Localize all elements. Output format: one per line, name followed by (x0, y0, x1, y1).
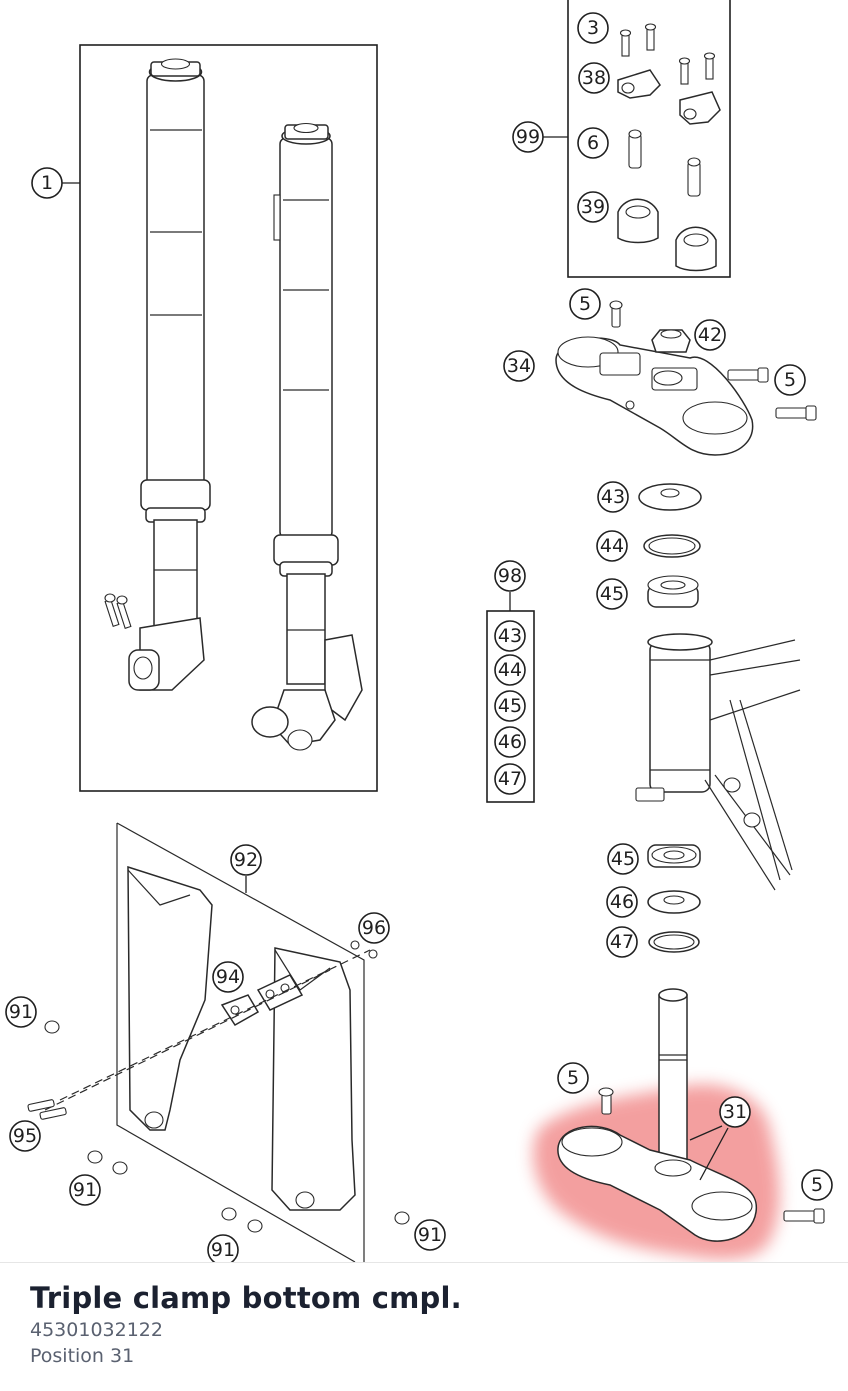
fork-bolts[interactable] (104, 593, 132, 629)
callout-43[interactable]: 43 (597, 481, 629, 513)
upper-bearing-stack[interactable] (638, 483, 702, 608)
svg-text:46: 46 (498, 731, 522, 753)
frame-head-tube (635, 633, 801, 891)
svg-text:47: 47 (498, 768, 522, 790)
svg-text:91: 91 (418, 1224, 442, 1246)
callout-47-lower[interactable]: 47 (606, 926, 638, 958)
fork-group-frame (79, 44, 378, 792)
upper-triple-clamp[interactable] (555, 336, 754, 456)
svg-text:31: 31 (723, 1101, 747, 1123)
callout-5-bottom-left[interactable]: 5 (557, 1062, 589, 1094)
fork-left-tube[interactable] (128, 58, 211, 691)
svg-text:95: 95 (13, 1125, 37, 1147)
svg-text:98: 98 (498, 565, 522, 587)
callout-96[interactable]: 96 (358, 912, 390, 944)
callout-5-right[interactable]: 5 (774, 364, 806, 396)
part-position: Position 31 (30, 1345, 135, 1367)
svg-text:5: 5 (811, 1174, 823, 1196)
part-name: Triple clamp bottom cmpl. (30, 1281, 462, 1315)
callout-98-item-46[interactable]: 46 (494, 726, 526, 758)
callout-38[interactable]: 38 (578, 62, 610, 94)
callout-98[interactable]: 98 (494, 560, 526, 592)
callout-91-a[interactable]: 91 (5, 996, 37, 1028)
callout-34[interactable]: 34 (503, 350, 535, 382)
exploded-parts-diagram: 1 3 38 99 6 39 5 42 34 5 43 44 (5, 0, 833, 1262)
svg-text:44: 44 (498, 659, 522, 681)
svg-text:91: 91 (73, 1179, 97, 1201)
svg-text:34: 34 (507, 355, 531, 377)
svg-text:45: 45 (611, 848, 635, 870)
svg-text:96: 96 (362, 917, 386, 939)
callout-98-item-44[interactable]: 44 (494, 654, 526, 686)
callout-98-item-47[interactable]: 47 (494, 763, 526, 795)
svg-text:99: 99 (516, 126, 540, 148)
svg-text:38: 38 (582, 67, 606, 89)
callout-3[interactable]: 3 (577, 12, 609, 44)
callout-45[interactable]: 45 (596, 578, 628, 610)
callout-92[interactable]: 92 (230, 844, 262, 876)
svg-text:43: 43 (498, 625, 522, 647)
lower-bearing-stack[interactable] (647, 844, 701, 953)
svg-text:45: 45 (498, 695, 522, 717)
clamp-bolts-5[interactable] (609, 300, 817, 421)
callout-6[interactable]: 6 (577, 127, 609, 159)
callout-94[interactable]: 94 (212, 961, 244, 993)
svg-text:94: 94 (216, 966, 240, 988)
svg-text:5: 5 (579, 293, 591, 315)
lower-triple-clamp[interactable] (557, 988, 758, 1242)
callout-1[interactable]: 1 (31, 167, 63, 199)
callout-91-d[interactable]: 91 (414, 1219, 446, 1251)
callout-5-bottom-right[interactable]: 5 (801, 1169, 833, 1201)
callout-98-item-45[interactable]: 45 (494, 690, 526, 722)
callout-44[interactable]: 44 (596, 530, 628, 562)
svg-text:42: 42 (698, 324, 722, 346)
svg-text:92: 92 (234, 849, 258, 871)
svg-text:91: 91 (211, 1239, 235, 1261)
svg-text:3: 3 (587, 17, 599, 39)
callout-31[interactable]: 31 (719, 1096, 751, 1128)
svg-text:1: 1 (41, 172, 53, 194)
callout-95[interactable]: 95 (9, 1120, 41, 1152)
svg-text:46: 46 (610, 891, 634, 913)
protector-bolts[interactable] (27, 940, 410, 1233)
callout-42[interactable]: 42 (694, 319, 726, 351)
callout-98-item-43[interactable]: 43 (494, 620, 526, 652)
svg-text:91: 91 (9, 1001, 33, 1023)
part-number: 45301032122 (30, 1319, 163, 1341)
svg-text:44: 44 (600, 535, 624, 557)
fork-right-tube[interactable] (251, 122, 363, 751)
handlebar-kit-parts[interactable] (617, 23, 721, 272)
svg-text:43: 43 (601, 486, 625, 508)
fork-protector-right[interactable] (271, 947, 356, 1211)
svg-text:5: 5 (567, 1067, 579, 1089)
part-info-panel: Triple clamp bottom cmpl. 45301032122 Po… (0, 1262, 848, 1391)
callout-45-lower[interactable]: 45 (607, 843, 639, 875)
callout-46-lower[interactable]: 46 (606, 886, 638, 918)
fork-protector-left[interactable] (127, 865, 213, 1131)
svg-text:6: 6 (587, 132, 599, 154)
callout-39[interactable]: 39 (577, 191, 609, 223)
callout-5-top[interactable]: 5 (569, 288, 601, 320)
callout-91-c[interactable]: 91 (207, 1234, 239, 1262)
svg-text:45: 45 (600, 583, 624, 605)
svg-text:39: 39 (581, 196, 605, 218)
svg-text:5: 5 (784, 369, 796, 391)
lower-clamp-bolts-5[interactable] (598, 1087, 825, 1224)
svg-text:47: 47 (610, 931, 634, 953)
callout-99[interactable]: 99 (512, 121, 544, 153)
callout-91-b[interactable]: 91 (69, 1174, 101, 1206)
fork-protector-panel-frame (116, 822, 365, 1262)
steering-nut-42[interactable] (651, 329, 691, 353)
